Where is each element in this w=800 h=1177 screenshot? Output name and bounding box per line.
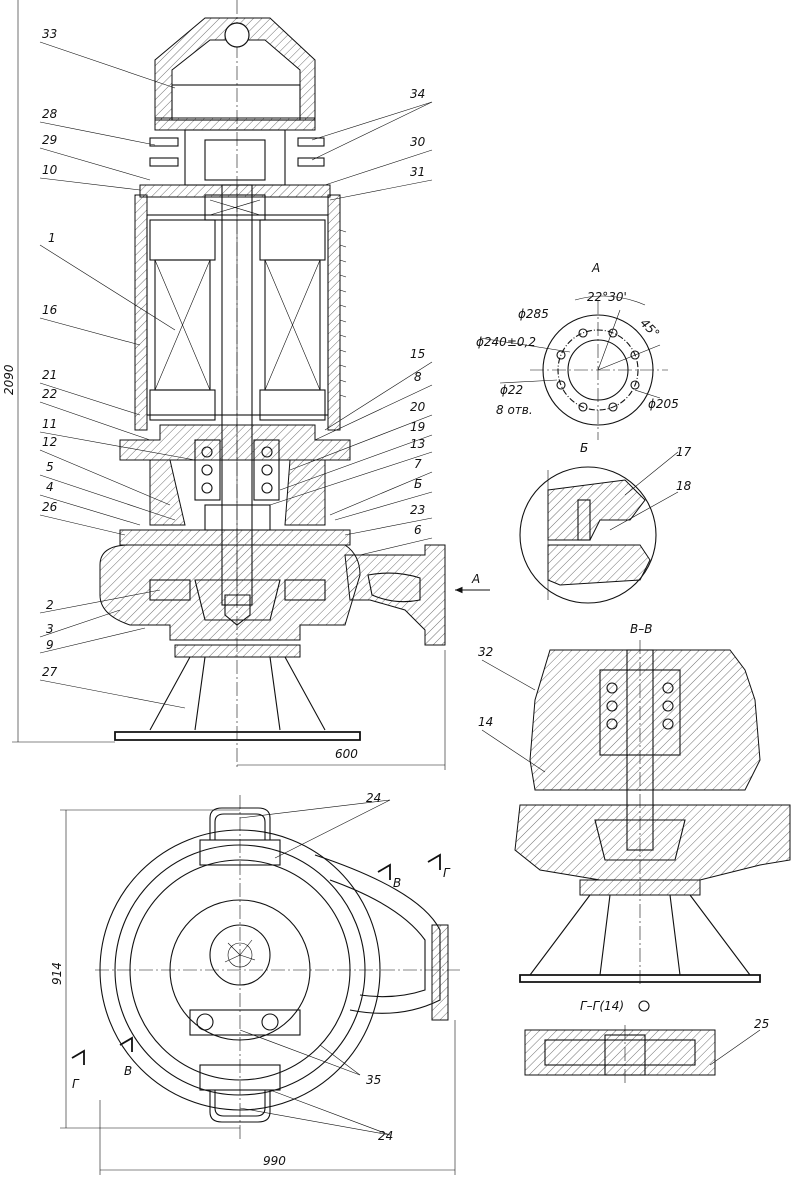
pos-10: 10 — [42, 163, 58, 177]
pos-22: 22 — [42, 387, 57, 401]
section-v-v: В–В 32 14 — [478, 622, 791, 985]
section-vv-title: В–В — [630, 622, 652, 636]
pos-13: 13 — [410, 437, 425, 451]
top-cover — [139, 117, 331, 221]
section-g-g: Г–Г(14) 25 — [524, 999, 769, 1085]
pos-26: 26 — [42, 500, 58, 514]
bearing-housing — [119, 424, 351, 531]
view-a-angle-45: 45° — [637, 316, 662, 341]
pos-b: Б — [414, 477, 422, 491]
pos-27: 27 — [42, 665, 58, 679]
pos-24-top: 24 — [366, 791, 381, 805]
pos-24-bottom: 24 — [378, 1129, 393, 1143]
pos-21: 21 — [42, 368, 57, 382]
pos-18: 18 — [676, 479, 692, 493]
view-a-d240: ϕ240±0,2 — [476, 335, 536, 349]
pos-31: 31 — [410, 165, 425, 179]
cut-g-bottom: Г — [72, 1077, 80, 1091]
leaders-left — [39, 41, 196, 709]
dimensions-main: 2090 600 А — [2, 0, 490, 770]
view-a-flange: А 22°30' 45° ϕ285 ϕ240±0,2 ϕ22 8 отв. ϕ2… — [476, 261, 679, 440]
pos-35: 35 — [366, 1073, 381, 1087]
cut-b-top: В — [393, 876, 401, 890]
pos-25: 25 — [754, 1017, 769, 1031]
section-gg-title: Г–Г(14) — [580, 999, 624, 1013]
cut-b-bottom: В — [124, 1064, 132, 1078]
leaders-right — [269, 101, 433, 556]
main-elevation-view: 2090 600 А — [2, 0, 490, 770]
pos-12: 12 — [42, 435, 57, 449]
plan-view: В Г В Г 24 35 24 914 990 — [50, 791, 460, 1175]
view-a-holes: 8 отв. — [496, 403, 533, 417]
pos-20: 20 — [410, 400, 426, 414]
view-a-angle-22: 22°30' — [587, 290, 627, 304]
pos-16: 16 — [42, 303, 58, 317]
pos-8: 8 — [414, 370, 422, 384]
view-a-title: А — [591, 261, 600, 275]
view-b-title: Б — [580, 441, 588, 455]
arrow-a-label: А — [471, 572, 480, 586]
pos-11: 11 — [42, 417, 57, 431]
lifting-bracket — [154, 17, 316, 121]
pos-30: 30 — [410, 135, 426, 149]
pos-7: 7 — [414, 457, 422, 471]
pos-33: 33 — [42, 27, 57, 41]
dim-600: 600 — [335, 747, 358, 761]
pos-19: 19 — [410, 420, 425, 434]
pos-2: 2 — [46, 598, 54, 612]
stand — [114, 644, 361, 741]
pump-casing — [99, 529, 446, 646]
view-a-d285: ϕ285 — [518, 307, 549, 321]
view-b-detail: Б 17 18 — [519, 441, 692, 604]
pos-29: 29 — [42, 133, 57, 147]
pos-5: 5 — [46, 460, 54, 474]
motor-housing — [134, 194, 347, 431]
pos-6: 6 — [414, 523, 422, 537]
pos-4: 4 — [46, 480, 54, 494]
pos-34: 34 — [410, 87, 425, 101]
pos-9: 9 — [46, 638, 54, 652]
dim-914: 914 — [50, 962, 64, 985]
pos-14: 14 — [478, 715, 493, 729]
pos-28: 28 — [42, 107, 58, 121]
pos-32: 32 — [478, 645, 493, 659]
dim-990: 990 — [263, 1154, 286, 1168]
pos-3: 3 — [46, 622, 54, 636]
dim-height-2090: 2090 — [2, 364, 16, 395]
cut-g-top: Г — [443, 866, 451, 880]
pos-23: 23 — [410, 503, 425, 517]
pos-1: 1 — [48, 231, 56, 245]
pos-15: 15 — [410, 347, 425, 361]
view-a-d22: ϕ22 — [500, 383, 523, 397]
pos-17: 17 — [676, 445, 692, 459]
view-a-d205: ϕ205 — [648, 397, 679, 411]
